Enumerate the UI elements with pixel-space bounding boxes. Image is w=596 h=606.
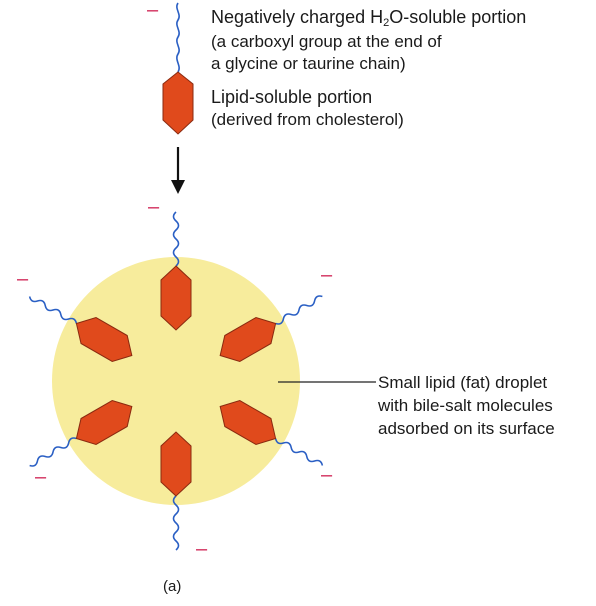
lipid-hexagon-bottom bbox=[161, 432, 191, 496]
water-soluble-desc-2: a glycine or taurine chain) bbox=[211, 53, 406, 75]
charge-symbol-lower-right: – bbox=[321, 464, 333, 486]
charge-symbol-upper-right: – bbox=[321, 264, 333, 286]
figure-caption: (a) bbox=[163, 578, 181, 595]
legend-molecule: – bbox=[147, 0, 193, 134]
charge-symbol-bottom: – bbox=[196, 538, 208, 560]
arrow-down bbox=[171, 147, 185, 194]
droplet-label-line-3: adsorbed on its surface bbox=[378, 418, 555, 440]
charge-symbol-top: – bbox=[148, 196, 160, 218]
droplet-label-line-2: with bile-salt molecules bbox=[378, 395, 553, 417]
lipid-hexagon-top bbox=[161, 266, 191, 330]
charge-symbol-upper-left: – bbox=[17, 268, 29, 290]
water-label-pre: Negatively charged H bbox=[211, 7, 383, 27]
legend-water-chain bbox=[177, 3, 179, 72]
droplet-label-line-1: Small lipid (fat) droplet bbox=[378, 372, 547, 394]
water-soluble-label: Negatively charged H2O-soluble portion bbox=[211, 6, 526, 34]
lipid-soluble-desc: (derived from cholesterol) bbox=[211, 109, 404, 131]
water-soluble-desc-1: (a carboxyl group at the end of bbox=[211, 31, 442, 53]
water-label-post: O-soluble portion bbox=[389, 7, 526, 27]
legend-charge-symbol: – bbox=[147, 0, 159, 21]
legend-lipid-hexagon bbox=[163, 72, 193, 134]
charge-symbol-lower-left: – bbox=[35, 466, 47, 488]
lipid-soluble-label: Lipid-soluble portion bbox=[211, 86, 372, 108]
